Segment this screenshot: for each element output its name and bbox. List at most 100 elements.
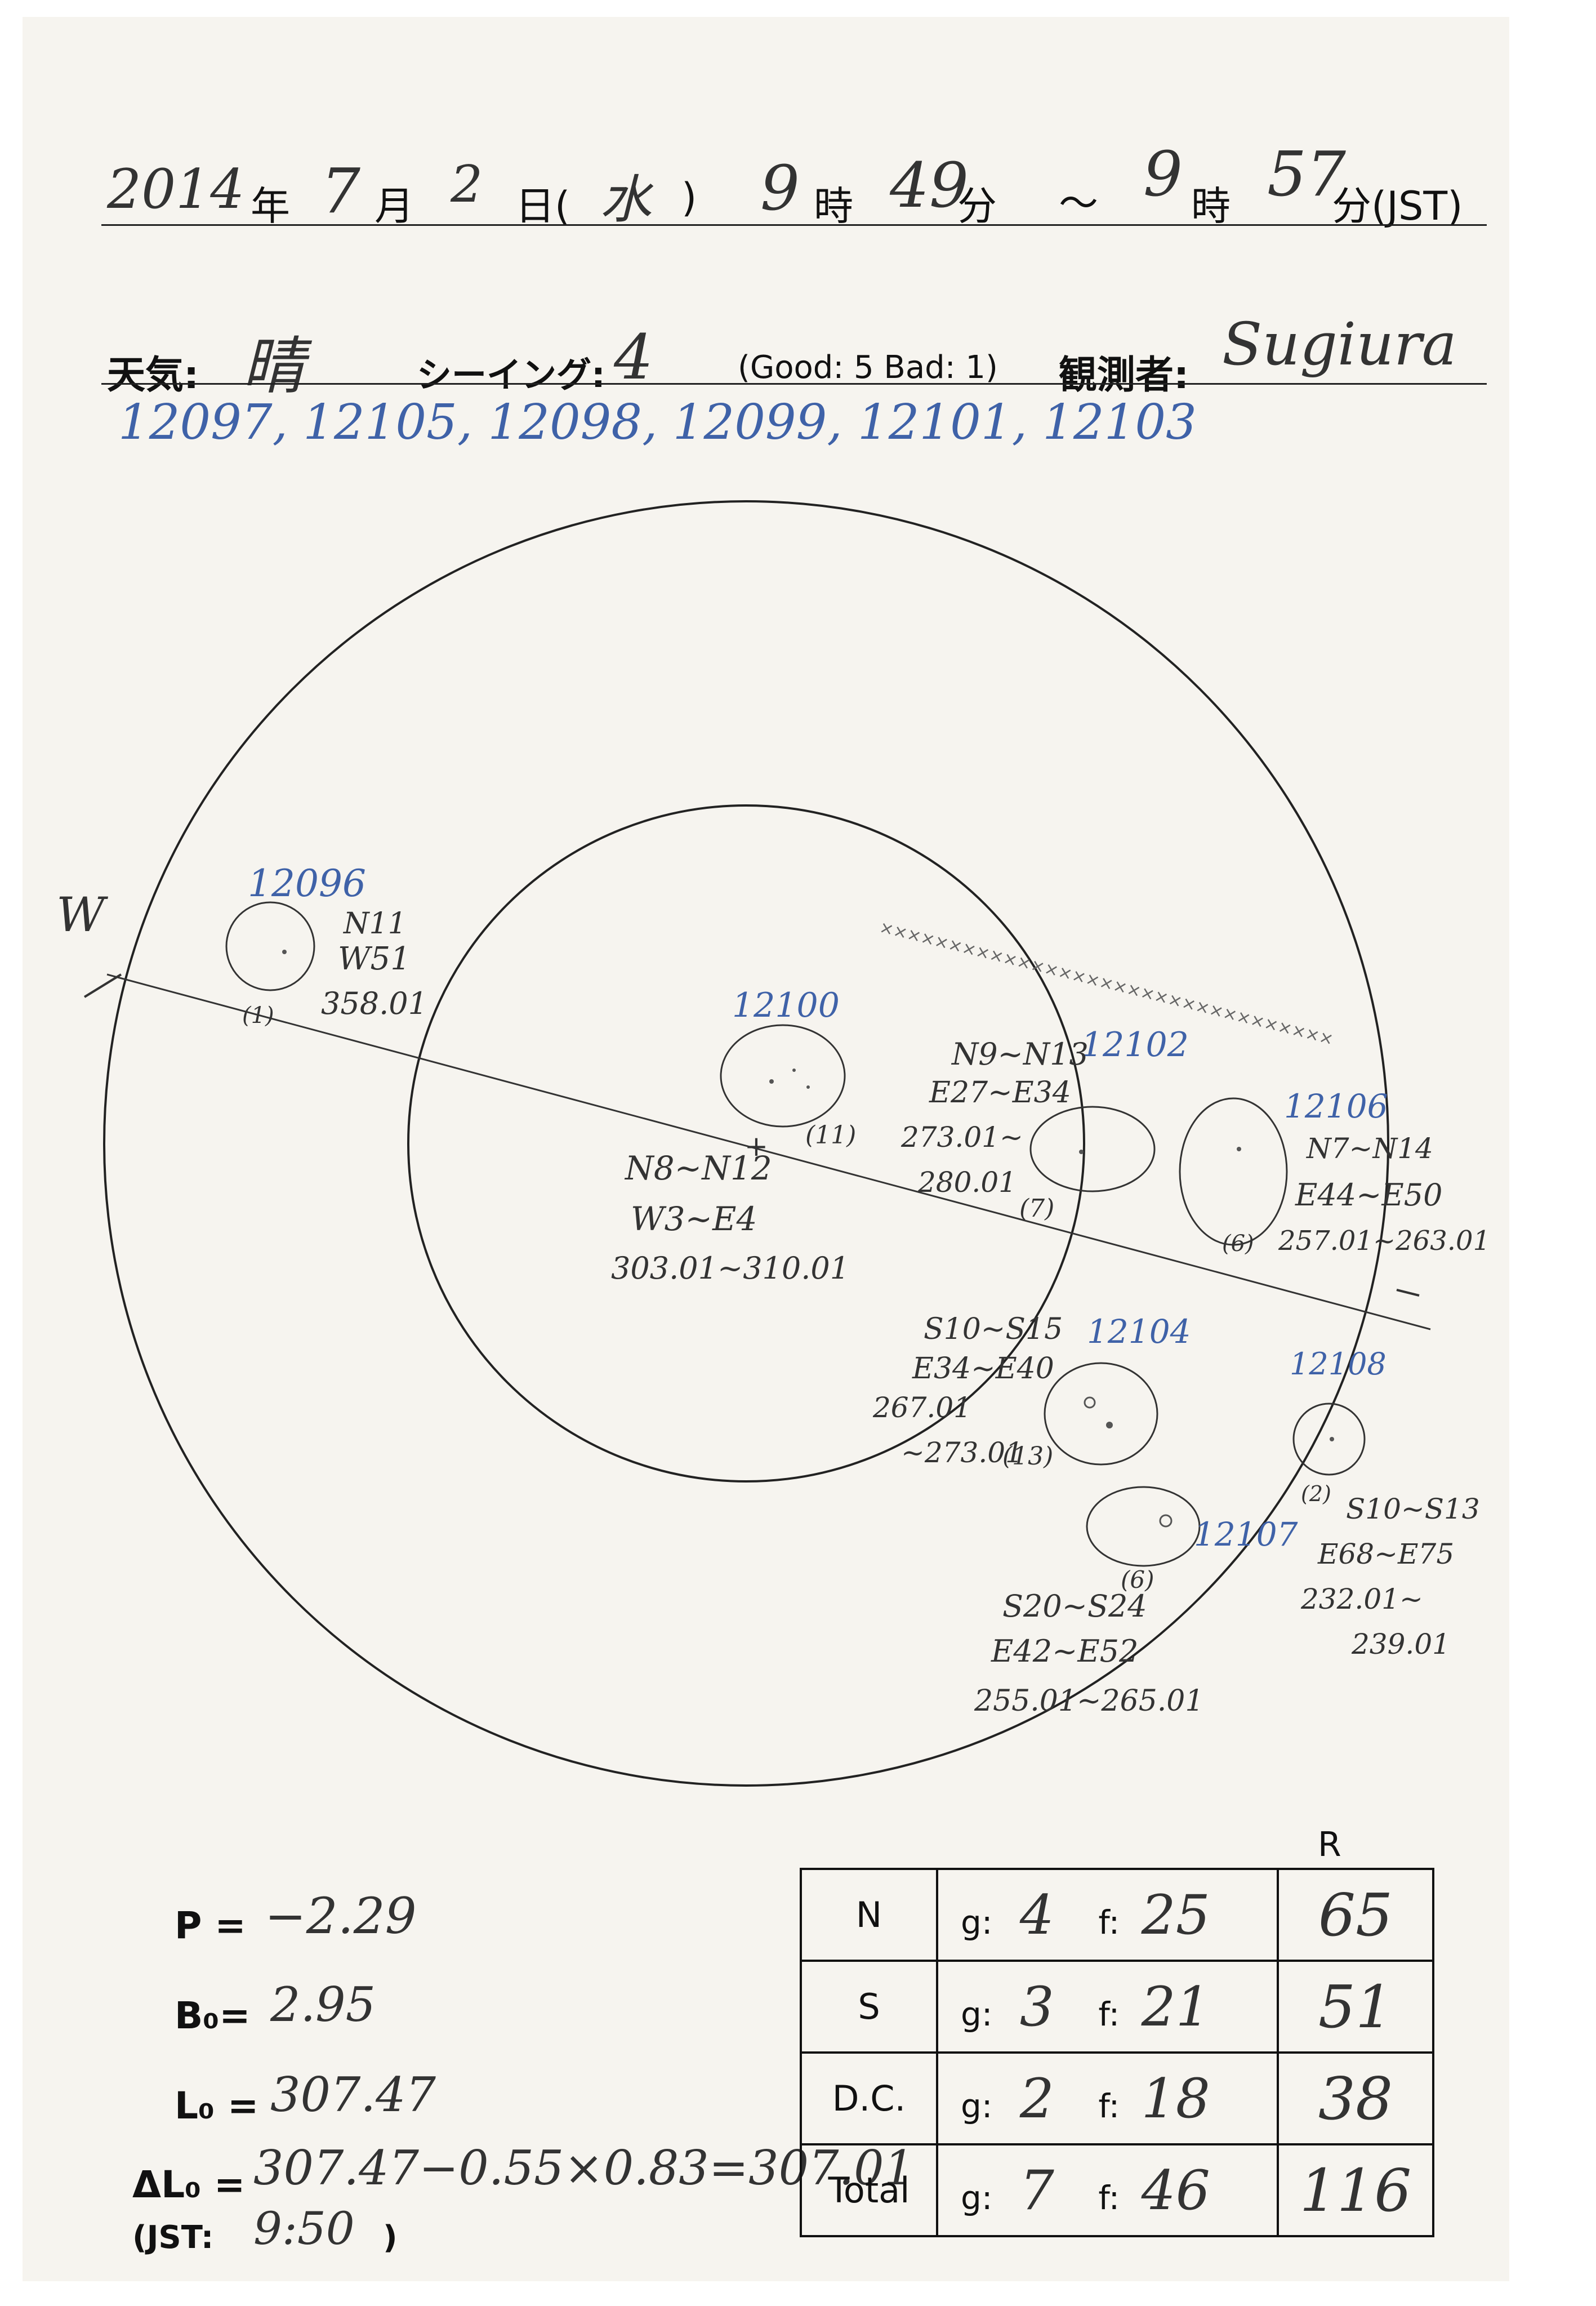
region-12106-longitude: E44~E50 bbox=[1295, 1177, 1443, 1213]
south-spots: 21 bbox=[1141, 1975, 1210, 2038]
start-minute-unit: 分 bbox=[957, 183, 997, 229]
group-spot-cell: g: 3 f: 21 bbox=[936, 1960, 1279, 2054]
header-rule bbox=[101, 224, 1487, 226]
spot-12102 bbox=[1079, 1150, 1084, 1154]
f-label: f: bbox=[1098, 1903, 1120, 1942]
table-row: N g: 4 f: 25 65 bbox=[800, 1868, 1434, 1962]
l0-value: 307.47 bbox=[270, 2067, 436, 2122]
region-12104-latitude: S10~S15 bbox=[924, 1312, 1063, 1346]
g-label: g: bbox=[961, 2086, 993, 2125]
north-relative-number: 65 bbox=[1277, 1868, 1434, 1962]
region-12102-carrington-start: 273.01~ bbox=[901, 1121, 1023, 1154]
dc-spots: 18 bbox=[1141, 2067, 1210, 2130]
region-12100-longitude: W3~E4 bbox=[631, 1200, 757, 1238]
f-label: f: bbox=[1098, 1995, 1120, 2033]
spot-12100-a bbox=[769, 1079, 774, 1084]
region-12096-number: 12096 bbox=[248, 862, 366, 905]
spot-12096 bbox=[282, 950, 287, 954]
region-12096-carrington: 358.01 bbox=[321, 986, 427, 1021]
end-hour-unit: 時 bbox=[1191, 183, 1231, 229]
region-12104-carrington-end: ~273.01 bbox=[901, 1436, 1023, 1469]
region-12107-latitude: S20~S24 bbox=[1002, 1588, 1147, 1624]
end-hour: 9 bbox=[1143, 138, 1183, 210]
spot-group-outline-12108 bbox=[1292, 1403, 1366, 1476]
table-row: Total g: 7 f: 46 116 bbox=[800, 2143, 1434, 2237]
region-12104-number: 12104 bbox=[1087, 1312, 1191, 1351]
region-12108-spot-count: (2) bbox=[1301, 1481, 1331, 1506]
time-range-tilde: 〜 bbox=[1059, 180, 1098, 226]
solar-disk-drawing: + ××××××××××××××××××××××××××××××××× bbox=[83, 500, 1431, 1787]
region-12096-spot-count: (1) bbox=[242, 1003, 274, 1029]
spot-group-outline-12100 bbox=[720, 1024, 846, 1128]
g-label: g: bbox=[961, 2178, 993, 2217]
p-angle-value: −2.29 bbox=[265, 1887, 417, 1945]
b0-value: 2.95 bbox=[270, 1977, 376, 2032]
start-hour: 9 bbox=[760, 152, 800, 224]
west-limb-tick bbox=[83, 973, 122, 998]
group-spot-cell: g: 2 f: 18 bbox=[936, 2051, 1279, 2145]
region-12102-spot-count: (7) bbox=[1019, 1194, 1055, 1223]
spot-12100-b bbox=[792, 1069, 796, 1072]
g-label: g: bbox=[961, 1995, 993, 2033]
spot-12100-c bbox=[806, 1085, 810, 1089]
row-label-total: Total bbox=[800, 2143, 938, 2237]
sunspot-count-table: N g: 4 f: 25 65 S g: 3 f: 21 51 D.C. g: … bbox=[800, 1868, 1434, 2237]
east-limb-tick bbox=[1396, 1289, 1420, 1297]
r-column-header: R bbox=[1318, 1825, 1341, 1864]
inner-reference-circle bbox=[407, 804, 1085, 1483]
south-relative-number: 51 bbox=[1277, 1960, 1434, 2054]
spot-12104-a bbox=[1084, 1396, 1096, 1409]
end-minute: 57 bbox=[1267, 138, 1346, 210]
north-spots: 25 bbox=[1141, 1883, 1210, 1947]
weather-value: 晴 bbox=[242, 330, 304, 402]
day-value: 2 bbox=[451, 155, 483, 214]
observer-label: 観測者: bbox=[1059, 353, 1189, 398]
observer-signature: Sugiura bbox=[1222, 310, 1457, 379]
region-12108-carrington-end: 239.01 bbox=[1352, 1628, 1450, 1661]
region-12106-latitude: N7~N14 bbox=[1307, 1132, 1433, 1165]
year-unit: 年 bbox=[251, 183, 290, 229]
region-12100-number: 12100 bbox=[732, 986, 840, 1025]
north-groups: 4 bbox=[1019, 1883, 1054, 1947]
disk-center-cross: + bbox=[744, 1130, 768, 1163]
region-12104-carrington-start: 267.01 bbox=[873, 1391, 971, 1424]
spot-group-outline-12106 bbox=[1179, 1097, 1288, 1246]
start-hour-unit: 時 bbox=[814, 183, 853, 229]
west-direction-label: W bbox=[56, 887, 105, 942]
region-12096-longitude: W51 bbox=[338, 941, 411, 977]
total-relative-number: 116 bbox=[1277, 2143, 1434, 2237]
delta-l0-label: ΔL₀ = bbox=[132, 2163, 246, 2206]
table-row: S g: 3 f: 21 51 bbox=[800, 1960, 1434, 2054]
seeing-value: 4 bbox=[614, 321, 653, 393]
total-spots: 46 bbox=[1141, 2158, 1210, 2222]
seeing-label: シーイング: bbox=[417, 354, 605, 395]
spot-group-outline-12104 bbox=[1044, 1362, 1158, 1466]
table-row: D.C. g: 2 f: 18 38 bbox=[800, 2051, 1434, 2145]
p-angle-label: P = bbox=[175, 1904, 246, 1947]
solar-disk-outline bbox=[103, 500, 1389, 1787]
region-12107-spot-count: (6) bbox=[1121, 1566, 1154, 1593]
spot-group-outline-12102 bbox=[1029, 1106, 1156, 1192]
weekday-value: 水 bbox=[600, 170, 652, 230]
region-12108-number: 12108 bbox=[1290, 1346, 1387, 1382]
l0-label: L₀ = bbox=[175, 2084, 259, 2127]
jst-value: 9:50 bbox=[253, 2202, 355, 2255]
f-label: f: bbox=[1098, 2086, 1120, 2125]
weekday-close: ) bbox=[681, 175, 697, 221]
region-12100-spot-count: (11) bbox=[805, 1121, 857, 1150]
row-label-dc: D.C. bbox=[800, 2051, 938, 2145]
row-label-south: S bbox=[800, 1960, 938, 2054]
spot-group-outline-12096 bbox=[225, 901, 315, 991]
group-spot-cell: g: 7 f: 46 bbox=[936, 2143, 1279, 2237]
region-12100-latitude: N8~N12 bbox=[625, 1149, 772, 1187]
day-unit: 日( bbox=[515, 183, 570, 229]
group-spot-cell: g: 4 f: 25 bbox=[936, 1868, 1279, 1962]
far-side-region-list: 12097, 12105, 12098, 12099, 12101, 12103 bbox=[118, 394, 1197, 451]
region-12106-number: 12106 bbox=[1284, 1087, 1388, 1125]
conditions-rule bbox=[101, 383, 1487, 385]
region-12106-spot-count: (6) bbox=[1222, 1231, 1254, 1257]
region-12102-carrington-end: 280.01 bbox=[918, 1166, 1017, 1199]
region-12106-carrington: 257.01~263.01 bbox=[1278, 1225, 1491, 1257]
spot-group-outline-12107 bbox=[1086, 1486, 1201, 1567]
region-12108-longitude: E68~E75 bbox=[1318, 1538, 1455, 1570]
